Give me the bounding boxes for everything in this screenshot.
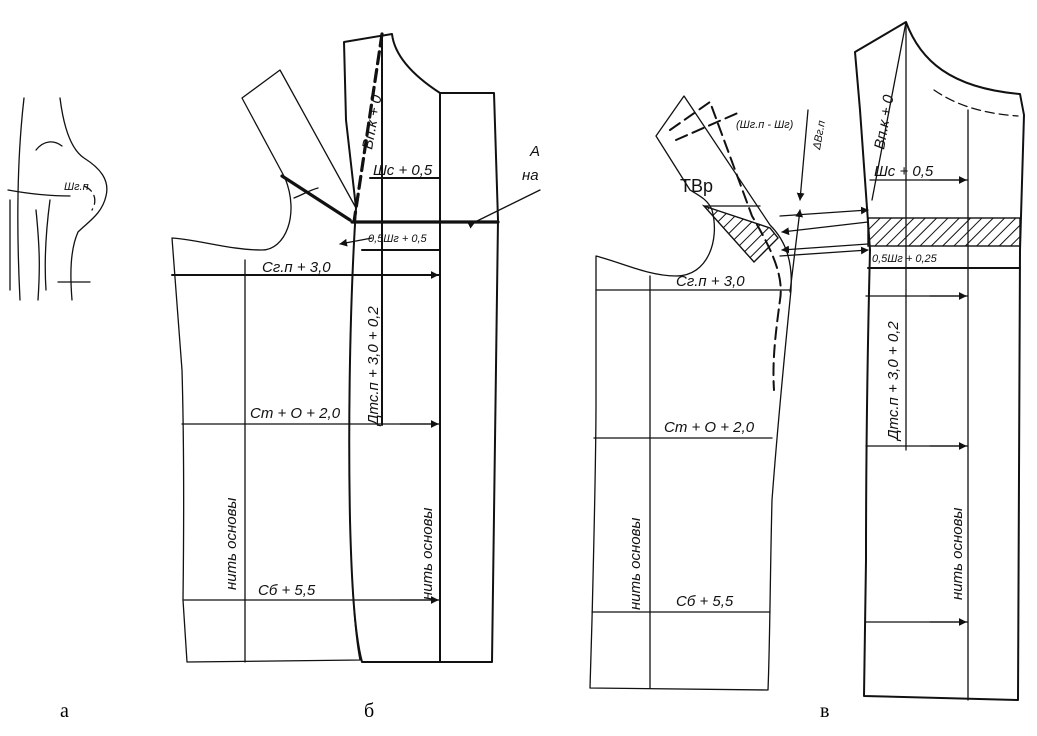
figure-b-chest-width-label: Сг.п + 3,0	[262, 259, 331, 276]
figure-b-front-outline	[171, 69, 361, 663]
figure-b-half-chest-label: 0,5Шг + 0,5	[368, 233, 428, 245]
figure-a-torso-sketch: Шг.п	[7, 97, 108, 301]
figure-v-back-length-label: Дтс.п + 3,0 + 0,2	[885, 321, 902, 442]
figure-b-dart-line	[280, 174, 352, 222]
figure-b-shoulder-width-label: Шс + 0,5	[373, 162, 433, 179]
figure-v-dart-hatch	[701, 204, 779, 264]
figure-v-chest-width-label: Сг.п + 3,0	[676, 273, 745, 290]
caption-a: а	[60, 700, 69, 722]
figure-v-armhole-point-label: ТВр	[680, 176, 713, 196]
figure-v-shoulder-width-label: Шс + 0,5	[874, 163, 934, 180]
figure-v-grain-right-label: нить основы	[949, 508, 966, 600]
figure-b-grain-right-label: нить основы	[419, 508, 436, 600]
figure-v-dart-delta-label: ΔВг.п	[811, 120, 828, 152]
caption-b: б	[364, 700, 375, 722]
figure-b-waist-label: Ст + О + 2,0	[250, 405, 341, 422]
figure-v-front-outline	[589, 95, 792, 691]
figure-b-back-outline	[343, 33, 499, 663]
figure-v-grain-left-label: нить основы	[627, 518, 644, 610]
figure-v-dart-label: (Шг.п - Шг)	[736, 119, 794, 131]
figure-a-label: Шг.п	[64, 181, 89, 193]
figure-v-hip-label: Сб + 5,5	[676, 593, 734, 610]
figure-v-shoulder-label: Вп.к + 0	[871, 93, 897, 151]
figure-v-waist-label: Ст + О + 2,0	[664, 419, 755, 436]
figure-v-modified-pattern: ТВр (Шг.п - Шг) ΔВг.п Сг.п + 3,0 Ст + О …	[589, 21, 1025, 701]
figure-b-hip-label: Сб + 5,5	[258, 582, 316, 599]
caption-v: в	[820, 700, 830, 722]
figure-b-grain-left-label: нить основы	[223, 498, 240, 590]
figure-v-half-chest-label: 0,5Шг + 0,25	[872, 253, 938, 265]
figure-b-front-pattern: А на Сг.п + 3,0 Ст + О + 2,0 Сб + 5,5 Шс…	[171, 32, 541, 663]
figure-v-back-hatch-band	[867, 217, 1021, 247]
figure-v-back-outline	[854, 21, 1025, 701]
figure-b-callout-1: А	[529, 143, 540, 160]
figure-b-callout-2: на	[522, 167, 539, 184]
figure-b-back-length-label: Дтс.п + 3,0 + 0,2	[365, 306, 382, 427]
